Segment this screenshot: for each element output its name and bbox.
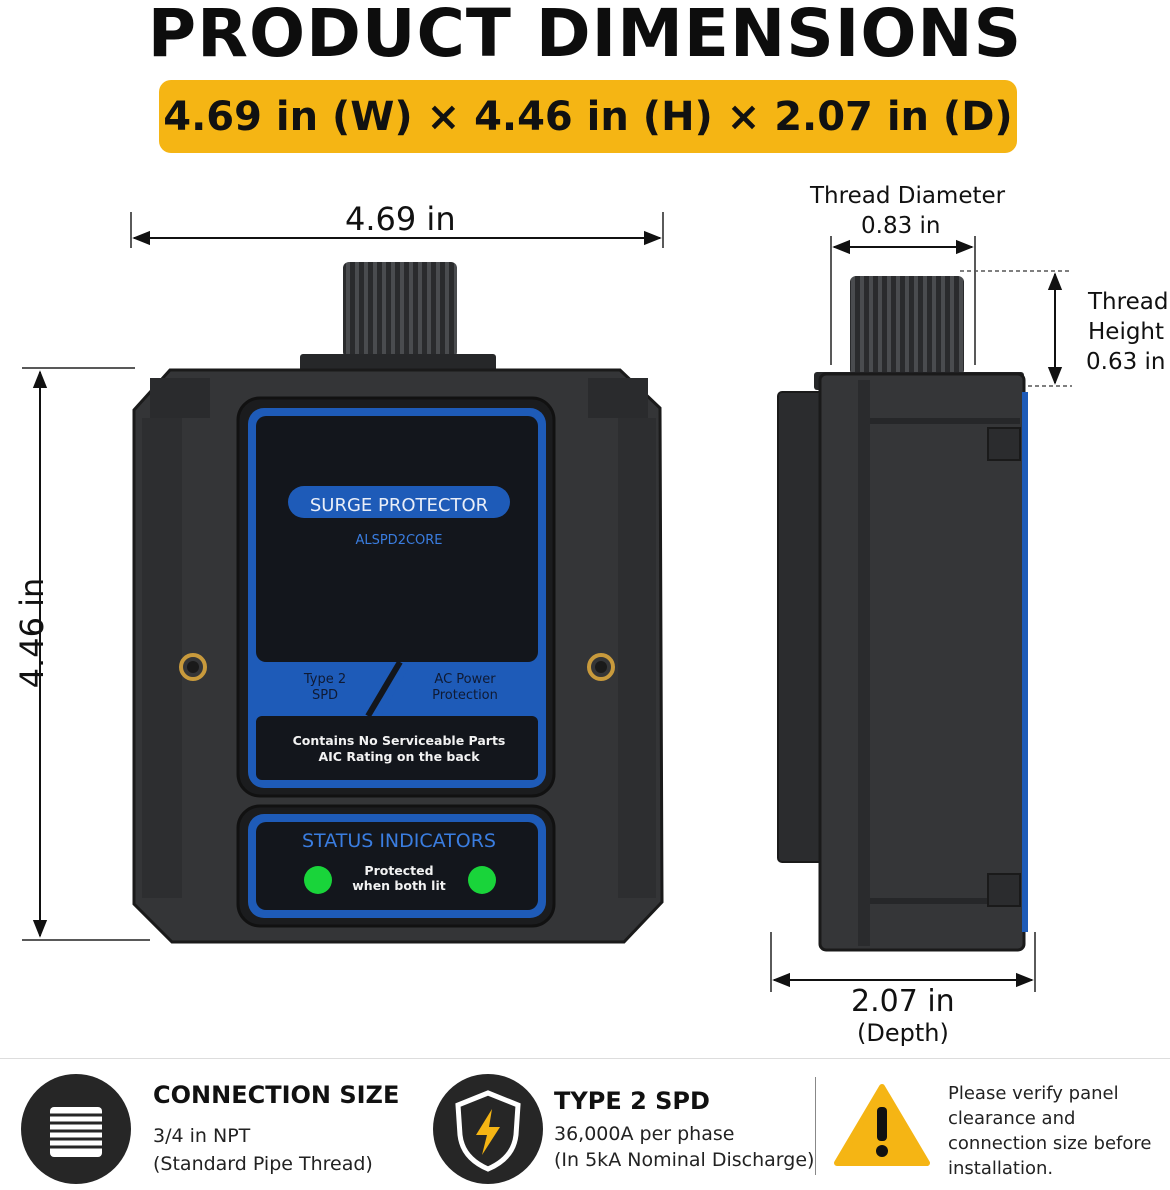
dimension-lines	[22, 212, 1072, 992]
model-number: ALSPD2CORE	[355, 533, 443, 548]
warning-line-2: clearance and	[948, 1108, 1076, 1129]
thread-height-label-2: Height	[1088, 319, 1165, 345]
type-line-1: Type 2	[303, 672, 347, 687]
depth-value: 2.07 in	[851, 984, 955, 1019]
thread-diameter-value: 0.83 in	[861, 213, 941, 239]
width-label: 4.69 in	[345, 200, 456, 238]
connection-size-line-1: 3/4 in NPT	[153, 1125, 251, 1147]
status-indicators-title: STATUS INDICATORS	[302, 830, 496, 852]
service-note-line-1: Contains No Serviceable Parts	[292, 733, 506, 748]
divider	[815, 1077, 816, 1175]
features-bar: CONNECTION SIZE 3/4 in NPT (Standard Pip…	[0, 1058, 1170, 1190]
connection-size-title: CONNECTION SIZE	[153, 1081, 400, 1109]
device-side-view	[777, 276, 1028, 952]
thread-height-value: 0.63 in	[1086, 349, 1166, 375]
ac-protection-label: AC Power Protection	[402, 672, 528, 704]
type-2-spd-line-1: 36,000A per phase	[554, 1123, 735, 1145]
status-note: Protected when both lit	[330, 863, 468, 893]
warning-line-3: connection size before	[948, 1133, 1152, 1154]
shield-lightning-icon	[433, 1074, 543, 1184]
pipe-thread-icon	[21, 1074, 131, 1184]
type-line-2: SPD	[311, 688, 339, 703]
type-2-spd-title: TYPE 2 SPD	[554, 1087, 710, 1115]
surge-protector-badge: SURGE PROTECTOR	[309, 494, 489, 516]
dimensions-banner: 4.69 in (W) × 4.46 in (H) × 2.07 in (D)	[159, 80, 1017, 153]
device-front-view	[132, 262, 664, 944]
page-title: PRODUCT DIMENSIONS	[147, 0, 1023, 72]
warning-line-4: installation.	[948, 1158, 1054, 1179]
connection-size-line-2: (Standard Pipe Thread)	[153, 1153, 373, 1175]
warning-line-1: Please verify panel	[948, 1083, 1119, 1104]
type-2-spd-line-2: (In 5kA Nominal Discharge)	[554, 1149, 815, 1171]
ac-line-1: AC Power	[434, 672, 496, 687]
ac-line-2: Protection	[432, 688, 498, 703]
warning-icon	[834, 1084, 930, 1166]
thread-height-label-1: Thread	[1088, 289, 1169, 315]
thread-diameter-label: Thread Diameter	[810, 183, 1006, 209]
type-label: Type 2 SPD	[270, 672, 380, 704]
height-label: 4.46 in	[13, 577, 51, 689]
service-note: Contains No Serviceable Parts AIC Rating…	[258, 733, 540, 765]
status-line-2: when both lit	[352, 878, 446, 893]
dimensions-summary: 4.69 in (W) × 4.46 in (H) × 2.07 in (D)	[163, 93, 1013, 140]
status-line-1: Protected	[364, 863, 434, 878]
service-note-line-2: AIC Rating on the back	[318, 749, 480, 764]
depth-label: (Depth)	[857, 1019, 949, 1047]
